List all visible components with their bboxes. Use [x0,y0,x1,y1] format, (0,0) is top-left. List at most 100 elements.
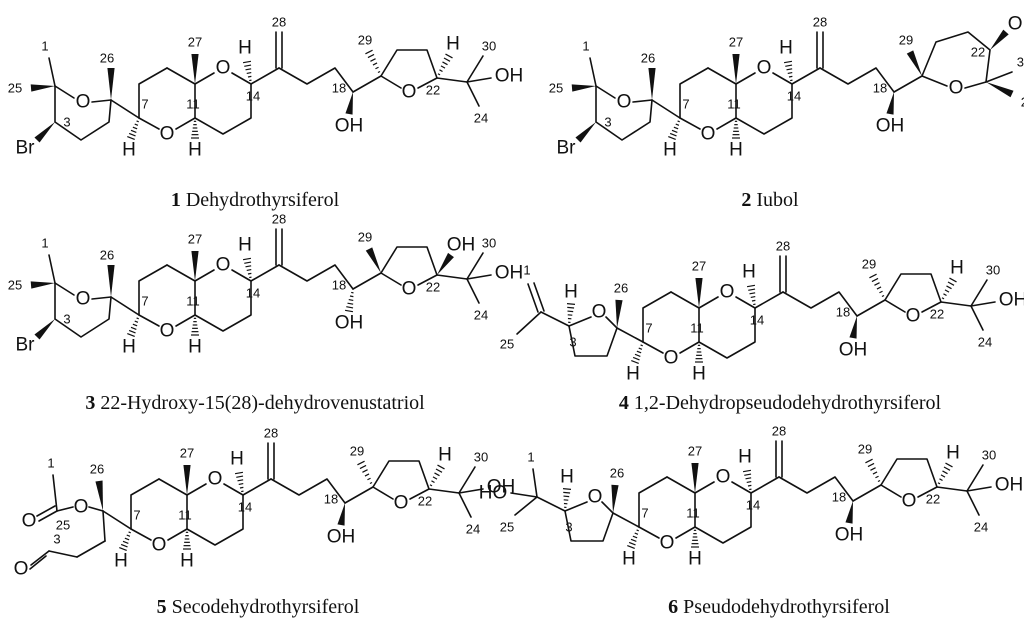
locant-number: 24 [978,335,992,350]
locant-number: 22 [418,494,432,509]
hash-stroke [126,534,131,537]
hash-stroke [431,480,435,484]
wedge-bond [30,84,55,92]
bond [91,99,112,103]
locant-number: 18 [873,81,887,96]
bond [536,496,566,512]
hydrogen-label: H [188,140,202,161]
bond [36,505,56,517]
locant-number: 7 [641,506,648,521]
ester-oxygen: O [74,497,89,518]
hydroxyl-label: OH [447,235,476,256]
bond [158,478,188,541]
hash-stroke [429,484,433,487]
hash-stroke [638,347,643,350]
hashed-bond [242,257,252,279]
compound-number: 3 [85,392,95,414]
bond [102,510,106,542]
hash-stroke [134,123,139,126]
bond [540,311,570,327]
hash-stroke [786,68,793,71]
bond [380,49,438,79]
wedge-bond [695,278,703,308]
ring-oxygen: O [216,255,231,276]
hash-stroke [877,479,881,483]
hydrogen-label: H [738,447,752,468]
hashed-bond [562,488,572,509]
hash-stroke [246,71,252,75]
hashed-bond [357,460,373,485]
bond [694,481,715,494]
bond [510,492,538,498]
locant-number: 14 [246,286,260,301]
locant-number: 28 [272,212,286,227]
locant-number: 29 [358,33,372,48]
compound-number: 2 [741,189,751,211]
hash-stroke [128,531,131,534]
bond [110,99,140,119]
bond [352,75,382,93]
hash-stroke [367,53,375,59]
locant-number: 11 [727,97,741,112]
hash-stroke [239,486,244,489]
hash-stroke [365,49,373,55]
bond [458,488,484,494]
locant-number: 29 [858,442,872,457]
locant-number: 1 [41,39,48,54]
bond [380,272,402,286]
bond [194,269,215,282]
bond [985,71,1013,83]
locant-number: 26 [610,466,624,481]
hash-stroke [245,265,252,268]
bond [970,301,996,307]
hash-stroke [746,284,756,288]
hydroxyl-label: OH [839,340,868,361]
locant-number: 26 [614,281,628,296]
locant-number: 28 [272,15,286,30]
hydrogen-label: H [946,443,960,464]
hash-stroke [748,288,756,291]
bromine-label: Br [16,335,36,356]
bond [52,474,58,512]
bond [88,506,104,512]
hashed-bond [119,531,131,552]
hash-stroke [671,129,678,133]
hash-stroke [132,323,138,327]
wedge-bond [611,484,619,513]
bond [921,301,942,313]
hydrogen-label: H [692,364,706,385]
ring-oxygen: O [76,289,91,310]
hashed-bond [437,53,453,76]
hash-stroke [939,478,943,482]
locant-number: 25 [8,278,22,293]
locant-number: 7 [645,321,652,336]
bond [194,72,215,85]
hydroxyl-label: OH [876,116,905,137]
hydrogen-label: H [779,38,793,59]
locant-number: 22 [426,83,440,98]
bond [568,316,592,327]
bond [242,478,272,496]
bond [466,252,484,280]
bond [527,283,539,313]
hash-stroke [346,306,354,309]
hash-stroke [937,482,941,485]
hydrogen-label: H [564,282,578,303]
bond [601,501,614,514]
hashed-bond [691,529,699,548]
bond [966,490,980,516]
locant-number: 22 [971,45,985,60]
hash-stroke [867,462,875,468]
hydroxyl-label: OH [999,290,1024,311]
bond [921,31,991,83]
wedge-bond [849,316,857,339]
hydroxyl-label: OH [995,475,1024,496]
ring-oxygen: O [160,321,175,342]
locant-number: 22 [930,307,944,322]
hash-stroke [359,464,367,470]
locant-number: 30 [474,450,488,465]
hashed-bond [783,60,793,82]
bond [417,274,438,286]
bond [642,291,672,343]
